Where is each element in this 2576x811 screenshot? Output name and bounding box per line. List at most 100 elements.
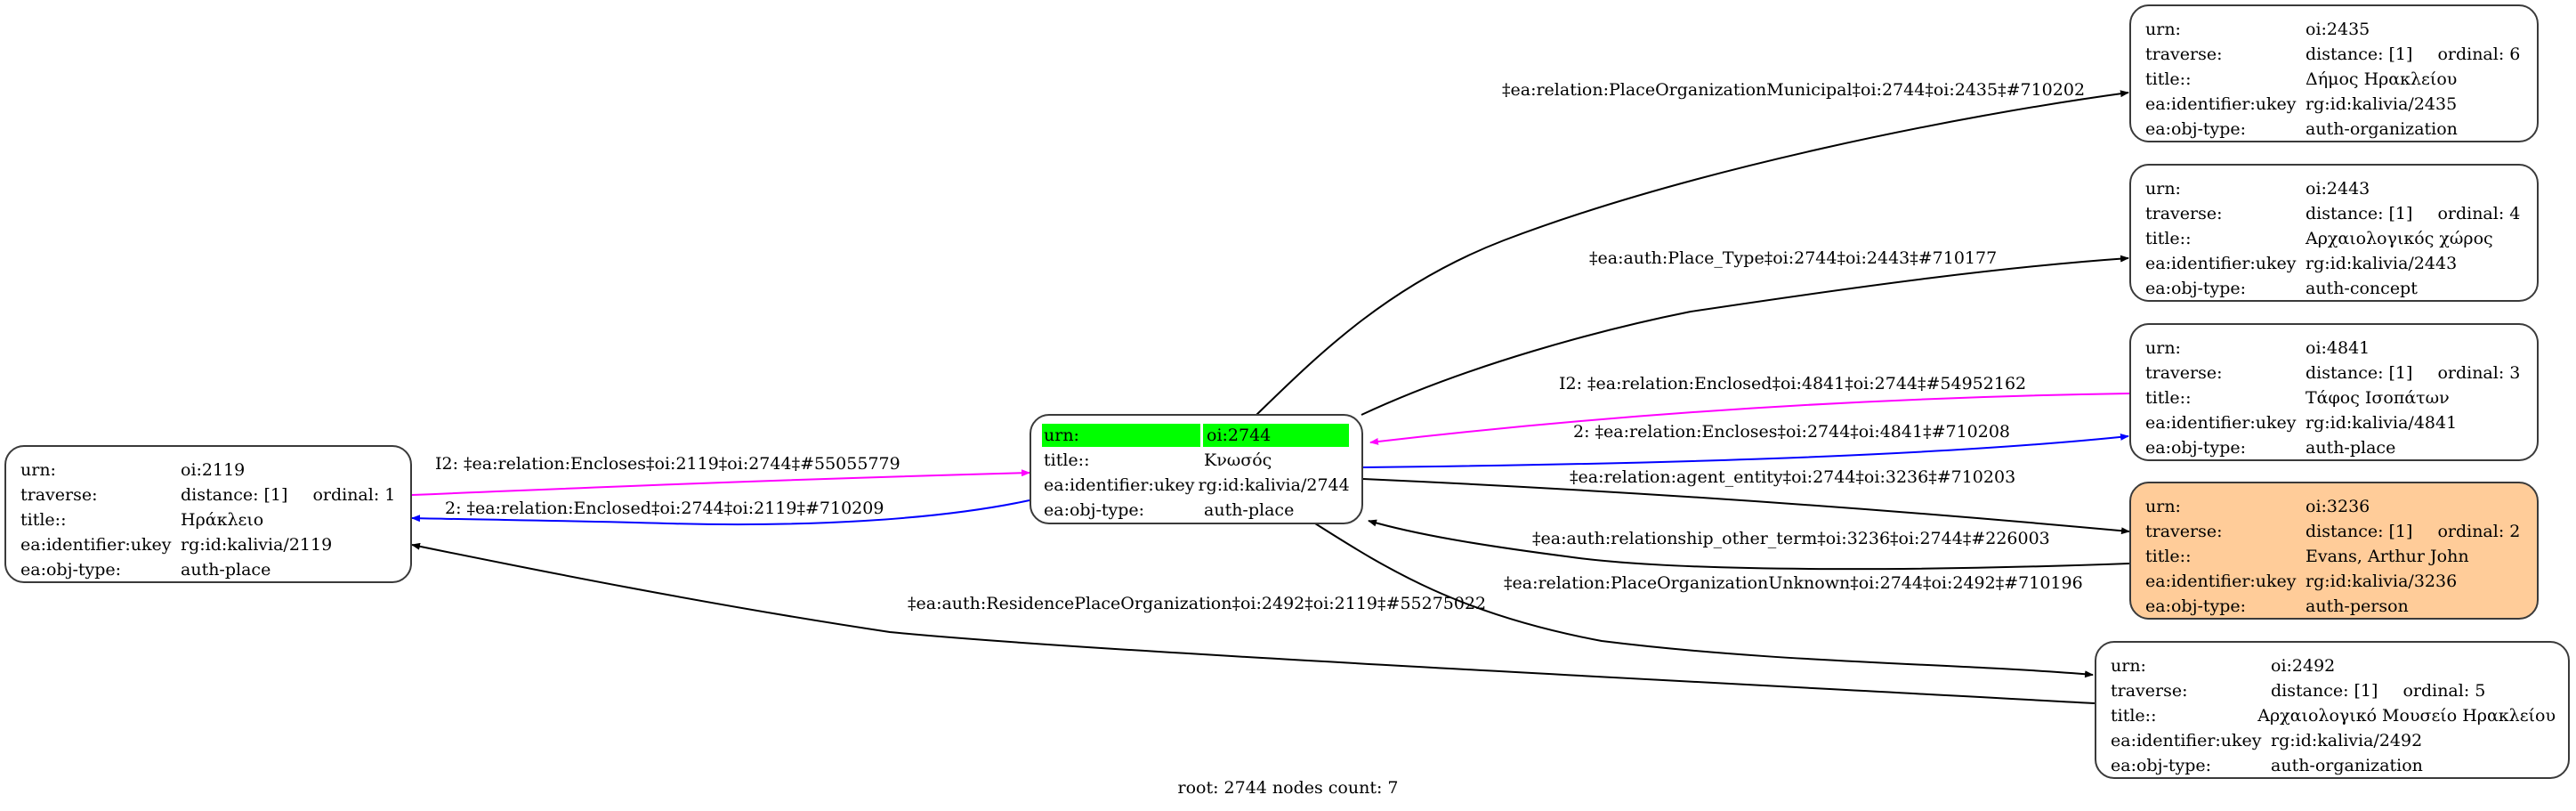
field-key: traverse: [2145,522,2223,541]
field-value: oi:4841 [2305,338,2370,358]
field-urn: urn: oi:4841 [2144,336,2524,361]
field-value: oi:2435 [2305,20,2370,39]
edge-path [1368,519,2130,571]
field-urn: urn: oi:2492 [2109,653,2556,678]
field-title: title::Κνωσός [1042,448,1349,473]
field-title: title::Evans, Arthur John [2144,544,2524,569]
field-key: ea:identifier:ukey [2111,731,2262,750]
edge-enclosed-4841[interactable]: I2: ‡ea:relation:Enclosed‡oi:4841‡oi:274… [1369,374,2130,445]
field-key: title:: [2111,706,2157,726]
edge-encloses-4841[interactable]: 2: ‡ea:relation:Encloses‡oi:2744‡oi:4841… [1362,422,2129,468]
field-objtype: ea:obj-type:auth-place [1042,498,1349,523]
field-key: title:: [2145,69,2192,89]
field-key: ea:identifier:ukey [2145,94,2297,114]
edge-path [411,469,1030,496]
field-value: Ηράκλειο [181,510,264,530]
edge-relationship-other-term[interactable]: ‡ea:auth:relationship_other_term‡oi:3236… [1368,519,2130,571]
edge-place-type[interactable]: ‡ea:auth:Place_Type‡oi:2744‡oi:2443‡#710… [1361,248,2129,416]
field-key: ea:obj-type: [2145,119,2247,139]
field-key: ea:identifier:ukey [2145,413,2297,433]
node-2744-root[interactable]: urn:oi:2744 title::Κνωσός ea:identifier:… [1030,414,1363,524]
field-key: urn: [2145,338,2181,358]
field-value: auth-place [2305,438,2396,458]
field-value: distance: [1] ordinal: 6 [2302,45,2524,64]
field-traverse: traverse: distance: [1] ordinal: 5 [2109,678,2556,703]
ordinal-value: ordinal: 1 [312,485,396,505]
field-objtype: ea:obj-type:auth-organization [2109,753,2556,778]
field-key: ea:identifier:ukey [20,535,172,555]
edge-label: I2: ‡ea:relation:Encloses‡oi:2119‡oi:274… [435,454,900,474]
field-urn: urn: oi:2435 [2144,17,2524,42]
field-key: ea:obj-type: [1044,500,1145,520]
field-key: urn: [2111,656,2146,676]
field-value: auth-place [181,560,271,580]
field-value: Κνωσός [1204,450,1272,470]
field-objtype: ea:obj-type: auth-place [2144,435,2524,460]
edge-residence-place-org[interactable]: ‡ea:auth:ResidencePlaceOrganization‡oi:2… [411,542,2096,704]
edge-label: ‡ea:auth:Place_Type‡oi:2744‡oi:2443‡#710… [1589,248,1997,268]
edge-placeorg-unknown[interactable]: ‡ea:relation:PlaceOrganizationUnknown‡oi… [1314,523,2094,678]
field-key: urn: [2145,497,2181,516]
field-objtype: ea:obj-type:auth-concept [2144,276,2524,301]
field-value: auth-organization [2305,119,2458,139]
field-value: auth-organization [2271,756,2423,775]
field-objtype: ea:obj-type: auth-place [19,557,398,582]
field-traverse: traverse:distance: [1]ordinal: 2 [2144,519,2524,544]
field-key: ea:obj-type: [2145,438,2247,458]
field-key: traverse: [2145,204,2223,223]
field-key: ea:obj-type: [2145,279,2247,298]
field-value: Αρχαιολογικό Μουσείο Ηρακλείου [2257,706,2556,726]
field-value: Αρχαιολογικός χώρος [2305,229,2493,248]
field-value: rg:id:kalivia/2744 [1198,475,1350,495]
field-value: distance: [1] ordinal: 5 [2267,681,2556,701]
edge-path [1256,90,2129,416]
field-value: oi:2443 [2305,179,2370,199]
edge-enclosed-2119[interactable]: 2: ‡ea:relation:Enclosed‡oi:2744‡oi:2119… [411,499,1030,526]
edge-placeorg-municipal[interactable]: ‡ea:relation:PlaceOrganizationMunicipal‡… [1256,80,2129,416]
field-ukey: ea:identifier:ukey rg:id:kalivia/2435 [2144,92,2524,117]
edge-path [1361,255,2129,416]
field-title: title::Αρχαιολογικός χώρος [2144,226,2524,251]
node-2443[interactable]: urn:oi:2443 traverse:distance: [1]ordina… [2129,164,2539,302]
field-traverse: traverse:distance: [1]ordinal: 1 [19,483,398,507]
distance-value: distance: [1] [2305,204,2413,223]
field-value: rg:id:kalivia/3236 [2305,572,2458,591]
field-value: oi:3236 [2305,497,2370,516]
field-key: ea:identifier:ukey [1044,475,1195,495]
node-2119[interactable]: urn:oi:2119 traverse:distance: [1]ordina… [4,445,412,583]
field-urn: urn:oi:2744 [1042,423,1349,448]
node-2435[interactable]: urn:oi:2435 traverse:distance: [1]ordina… [2129,4,2539,142]
edge-label: 2: ‡ea:relation:Enclosed‡oi:2744‡oi:2119… [445,499,884,518]
edge-path [1314,523,2094,678]
field-traverse: traverse:distance: [1]ordinal: 3 [2144,361,2524,385]
edge-encloses-2119[interactable]: I2: ‡ea:relation:Encloses‡oi:2119‡oi:274… [411,454,1030,496]
distance-value: distance: [1] [2271,681,2378,701]
field-title: title::Ηράκλειο [19,507,398,532]
node-3236-person[interactable]: urn: oi:3236 traverse:distance: [1]ordina… [2129,482,2539,620]
distance-value: distance: [1] [181,485,288,505]
edge-label: I2: ‡ea:relation:Enclosed‡oi:4841‡oi:274… [1559,374,2026,393]
field-value: oi:2492 [2271,656,2336,676]
edge-agent-entity[interactable]: ‡ea:relation:agent_entity‡oi:2744‡oi:323… [1362,467,2130,535]
field-key: traverse: [2111,681,2188,701]
field-key: urn: [20,460,56,480]
field-objtype: ea:obj-type: auth-organization [2144,117,2524,142]
edge-path [411,542,2096,704]
field-traverse: traverse: distance: [1]ordinal: 4 [2144,201,2524,226]
field-ukey: ea:identifier:ukey rg:id:kalivia/4841 [2144,410,2524,435]
ordinal-value: ordinal: 2 [2437,522,2521,541]
field-key: title:: [20,510,67,530]
field-key: urn: [2145,20,2181,39]
field-value: rg:id:kalivia/2435 [2305,94,2458,114]
node-4841[interactable]: urn: oi:4841 traverse:distance: [1]ordina… [2129,323,2539,461]
field-value: rg:id:kalivia/4841 [2305,413,2458,433]
field-value: distance: [1]ordinal: 4 [2302,204,2524,223]
ordinal-value: ordinal: 6 [2437,45,2521,64]
node-2492[interactable]: urn: oi:2492 traverse: distance: [1] ordina… [2095,641,2570,779]
distance-value: distance: [1] [2305,45,2413,64]
field-value: rg:id:kalivia/2443 [2305,254,2458,273]
ordinal-value: ordinal: 5 [2402,681,2486,701]
field-key: ea:obj-type: [20,560,122,580]
